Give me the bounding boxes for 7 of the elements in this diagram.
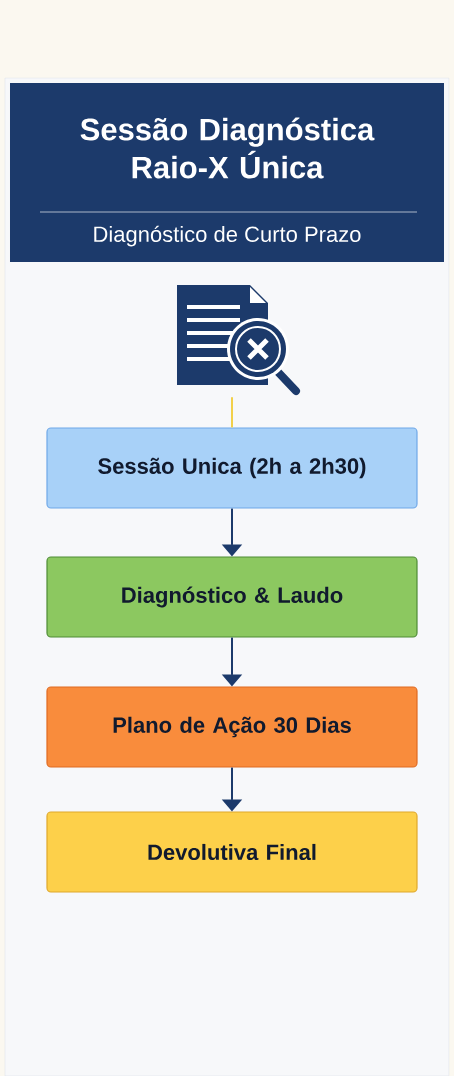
document-search-icon — [177, 285, 300, 395]
process-box: Diagnóstico & Laudo — [46, 556, 418, 638]
process-box: Devolutiva Final — [46, 811, 418, 893]
process-box: Plano de Ação 30 Dias — [46, 686, 418, 768]
title: Sessão Diagnóstica Raio-X Única — [80, 117, 375, 179]
subtitle: Diagnóstico de Curto Prazo — [94, 225, 361, 247]
process-box: Sessão Unica (2h a 2h30) — [46, 427, 418, 509]
